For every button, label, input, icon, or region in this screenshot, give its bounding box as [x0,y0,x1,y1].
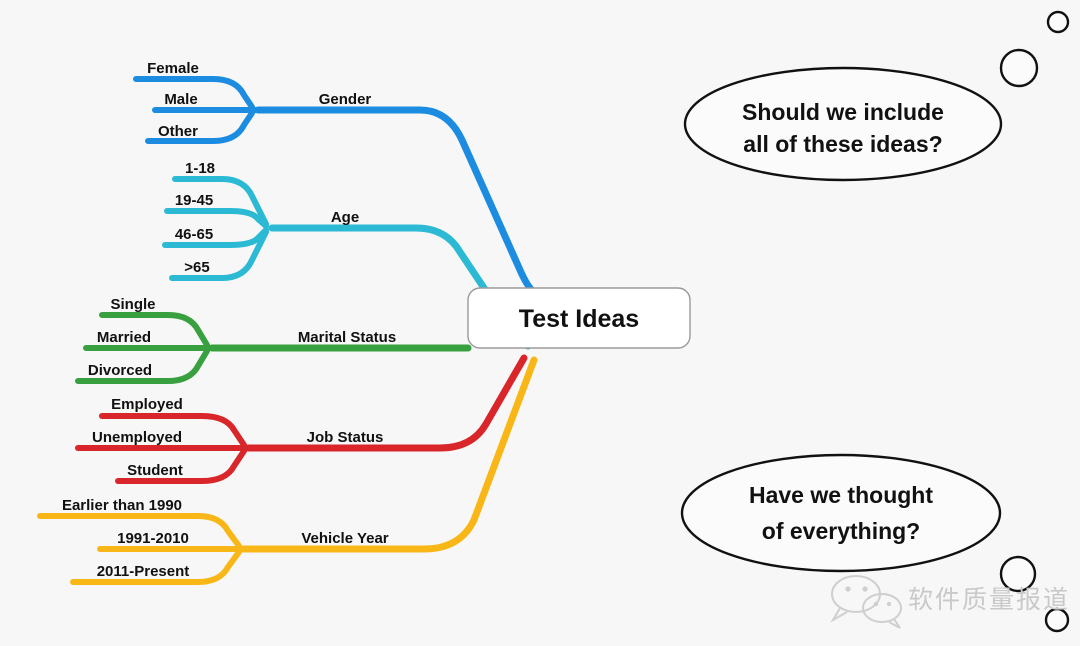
callout-top-tail-large [999,48,1039,88]
branch-job-status-trunk [244,354,528,452]
branch-vehicle-year-leaf-1-label: 1991-2010 [117,530,189,547]
branch-marital-status[interactable]: Marital Status Single Married Divorced [75,296,472,384]
branch-job-status[interactable]: Job Status Employed Unemployed Student [75,354,528,484]
branch-vehicle-year-leaf-2-label: 2011-Present [97,563,190,580]
branch-age-leaf-3-line [169,229,269,281]
callout-bottom-line-2: of everything? [762,518,920,544]
wechat-icon [830,575,902,629]
branch-vehicle-year-leaf-0-label: Earlier than 1990 [62,497,182,514]
branch-vehicle-year-trunk [239,356,538,553]
branch-marital-status-leaf-2-label: Divorced [88,362,152,379]
branch-marital-status-leaf-2-line [75,348,210,384]
center-node-box [467,287,691,349]
branch-age-label: Age [331,209,359,226]
branch-age-leaf-1-line [164,208,269,229]
branch-gender-leaf-0-label: Female [147,60,199,77]
watermark-label: 软件质量报道 [908,586,1070,614]
branch-job-status-leaf-1-label: Unemployed [92,429,182,446]
branch-marital-status-leaf-0-label: Single [110,296,155,313]
branch-marital-status-leaf-0-line [99,312,210,348]
branch-age-leaf-3-label: >65 [184,259,209,276]
branch-job-status-leaf-2-label: Student [127,462,183,479]
callout-bottom-tail-large [999,555,1037,593]
branch-job-status-leaf-2-line [115,448,247,484]
callout-top[interactable]: Should we include all of these ideas? [683,10,1070,182]
branch-gender-leaf-1-label: Male [164,91,197,108]
center-node[interactable]: Test Ideas [467,287,691,349]
callout-bottom-ellipse [680,453,1002,573]
callout-top-line-2: all of these ideas? [743,131,942,157]
branch-gender-leaf-2-line [145,110,255,144]
callout-bottom[interactable]: Have we thought of everything? [680,453,1070,633]
center-node-label: Test Ideas [519,305,639,333]
callout-top-ellipse [683,66,1003,182]
branch-vehicle-year-label: Vehicle Year [301,530,388,547]
callout-bottom-line-1: Have we thought [749,482,933,508]
branch-age-leaf-2-label: 46-65 [175,226,213,243]
branch-job-status-leaf-0-line [99,413,247,448]
branch-marital-status-leaf-1-label: Married [97,329,151,346]
branch-gender-leaf-2-label: Other [158,123,198,140]
callout-bottom-tail-small [1044,607,1070,633]
branch-job-status-leaf-0-label: Employed [111,396,183,413]
callout-top-line-1: Should we include [742,99,944,125]
branch-age-leaf-0-line [172,176,269,227]
branch-marital-status-label: Marital Status [298,329,396,346]
branch-gender-label: Gender [319,91,372,108]
watermark: 软件质量报道 [830,575,1070,629]
branch-job-status-label: Job Status [307,429,384,446]
branch-age-leaf-2-line [162,227,269,248]
branch-gender-leaf-0-line [133,76,255,110]
branch-vehicle-year-leaf-0-line [37,513,242,549]
branch-age-leaf-0-label: 1-18 [185,160,215,177]
branch-vehicle-year-leaf-2-line [70,549,242,585]
branch-vehicle-year[interactable]: Vehicle Year Earlier than 1990 1991-2010… [37,356,538,585]
branch-age-leaf-1-label: 19-45 [175,192,213,209]
branch-gender-trunk [254,106,538,296]
callout-top-tail-small [1046,10,1070,34]
